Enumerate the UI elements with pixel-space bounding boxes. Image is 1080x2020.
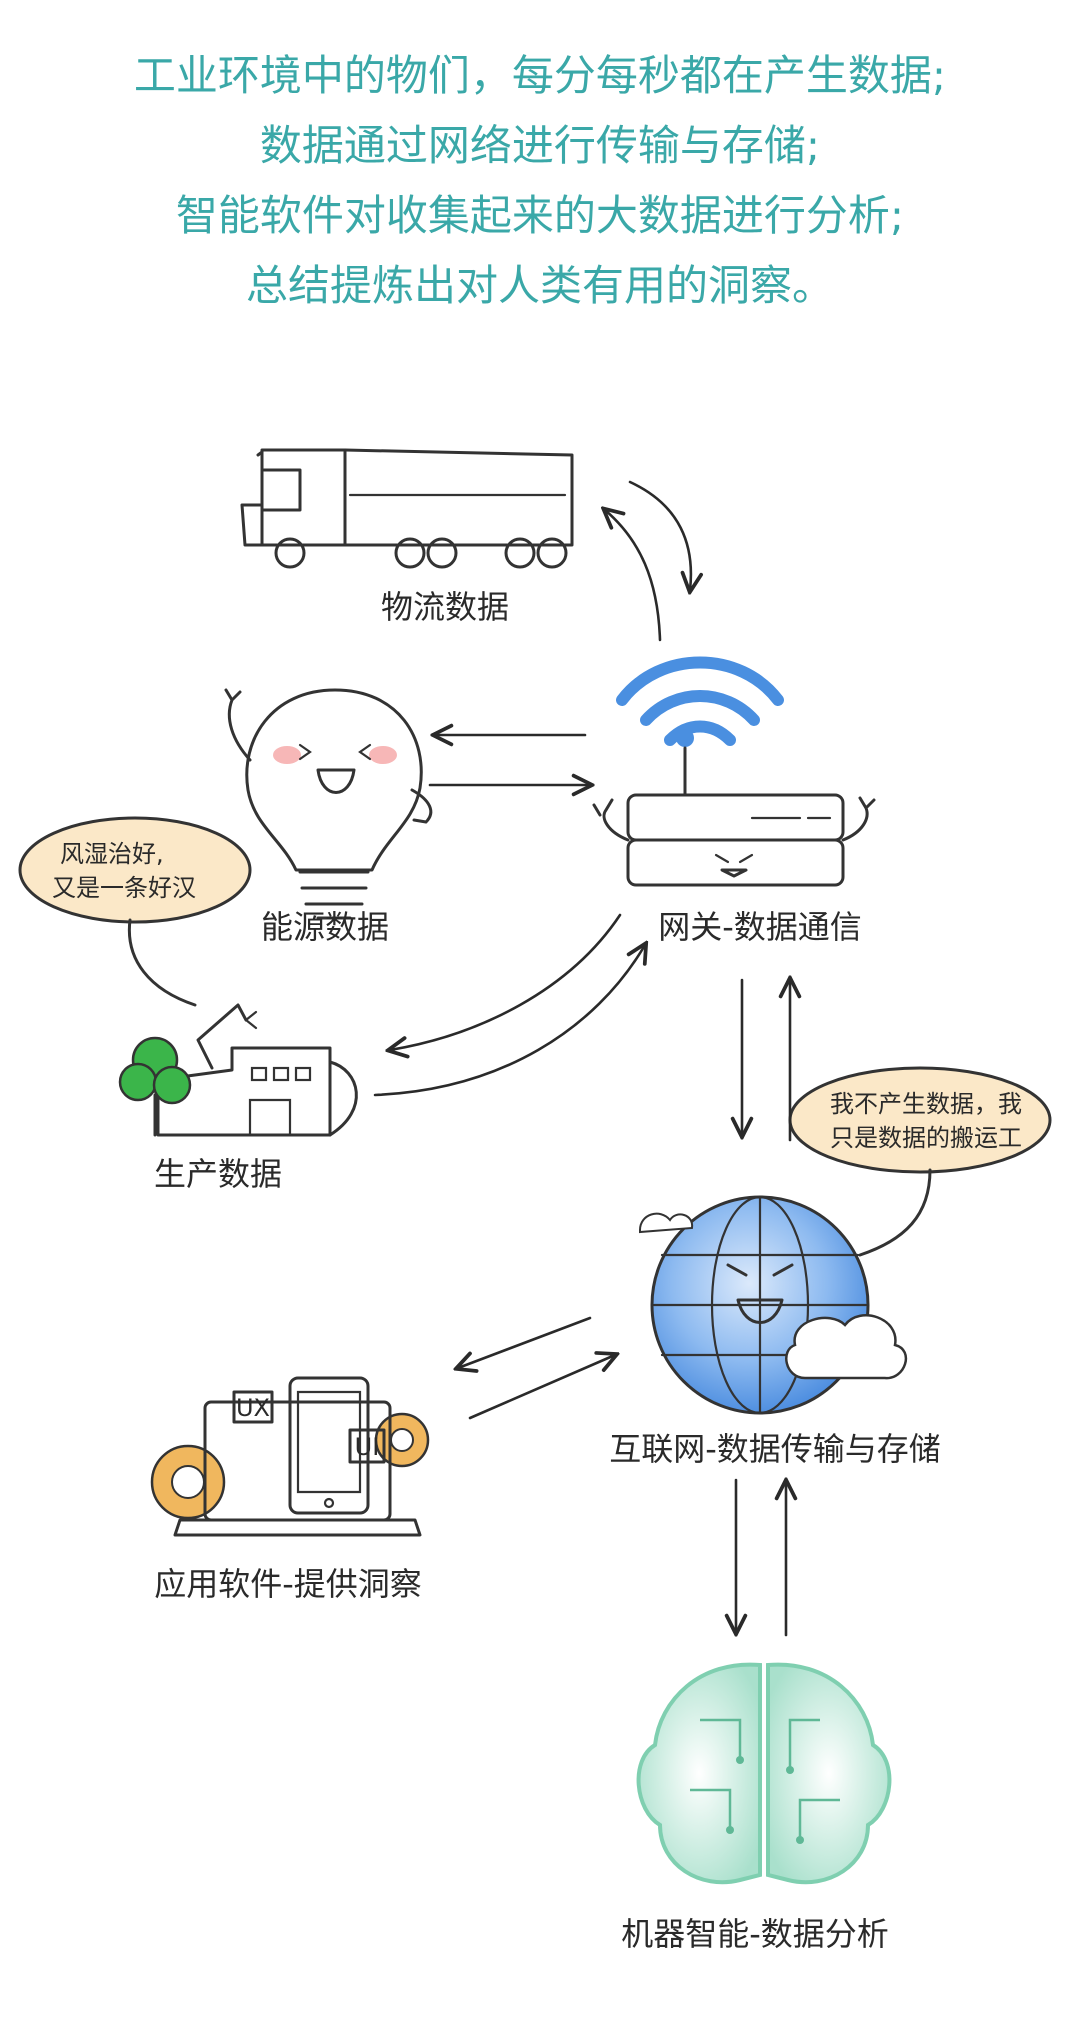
headline-line-2: 数据通过网络进行传输与存储; [260, 121, 820, 170]
headline: 工业环境中的物们，每分每秒都在产生数据; 数据通过网络进行传输与存储; 智能软件… [134, 51, 946, 310]
speech-bubble-internet-line-2: 只是数据的搬运工 [830, 1124, 1022, 1152]
speech-bubble-energy-line-1: 风湿治好, [60, 840, 164, 868]
brain-icon [636, 1662, 892, 1885]
arrow-truck-to-gateway [628, 480, 691, 590]
label-internet: 互联网-数据传输与存储 [609, 1430, 941, 1468]
arrow-internet-to-software [458, 1316, 592, 1368]
arrow-gateway-to-truck [605, 510, 662, 642]
globe-icon [639, 1195, 907, 1415]
speech-bubble-internet: 我不产生数据，我 只是数据的搬运工 [788, 1066, 1052, 1257]
wifi-icon [616, 656, 784, 797]
ui-card-text: UI [355, 1433, 380, 1461]
light-bulb-icon [224, 688, 433, 920]
phone-icon [288, 1376, 370, 1515]
speech-bubble-energy-line-2: 又是一条好汉 [52, 874, 196, 902]
factory-icon [118, 1003, 358, 1137]
label-production: 生产数据 [154, 1155, 282, 1193]
arrow-software-to-internet [468, 1355, 615, 1420]
label-energy: 能源数据 [261, 908, 389, 946]
speech-bubble-internet-line-1: 我不产生数据，我 [830, 1090, 1022, 1118]
label-ai: 机器智能-数据分析 [621, 1915, 889, 1953]
arrow-gateway-to-factory [390, 913, 622, 1050]
arrow-factory-to-gateway [373, 945, 645, 1097]
ui-card-icon: UI [348, 1428, 386, 1464]
ux-card-icon: UX [232, 1390, 274, 1424]
label-gateway: 网关-数据通信 [658, 908, 862, 946]
label-logistics: 物流数据 [381, 588, 509, 626]
headline-line-3: 智能软件对收集起来的大数据进行分析; [176, 191, 904, 240]
ux-card-text: UX [236, 1394, 270, 1422]
label-software: 应用软件-提供洞察 [154, 1565, 422, 1603]
truck-icon [240, 448, 574, 569]
headline-line-1: 工业环境中的物们，每分每秒都在产生数据; [134, 51, 946, 100]
gateway-router-icon [592, 793, 876, 887]
speech-bubble-energy: 风湿治好, 又是一条好汉 [18, 816, 252, 1007]
flow-arrows [373, 480, 790, 1635]
headline-line-4: 总结提炼出对人类有用的洞察。 [246, 261, 834, 310]
